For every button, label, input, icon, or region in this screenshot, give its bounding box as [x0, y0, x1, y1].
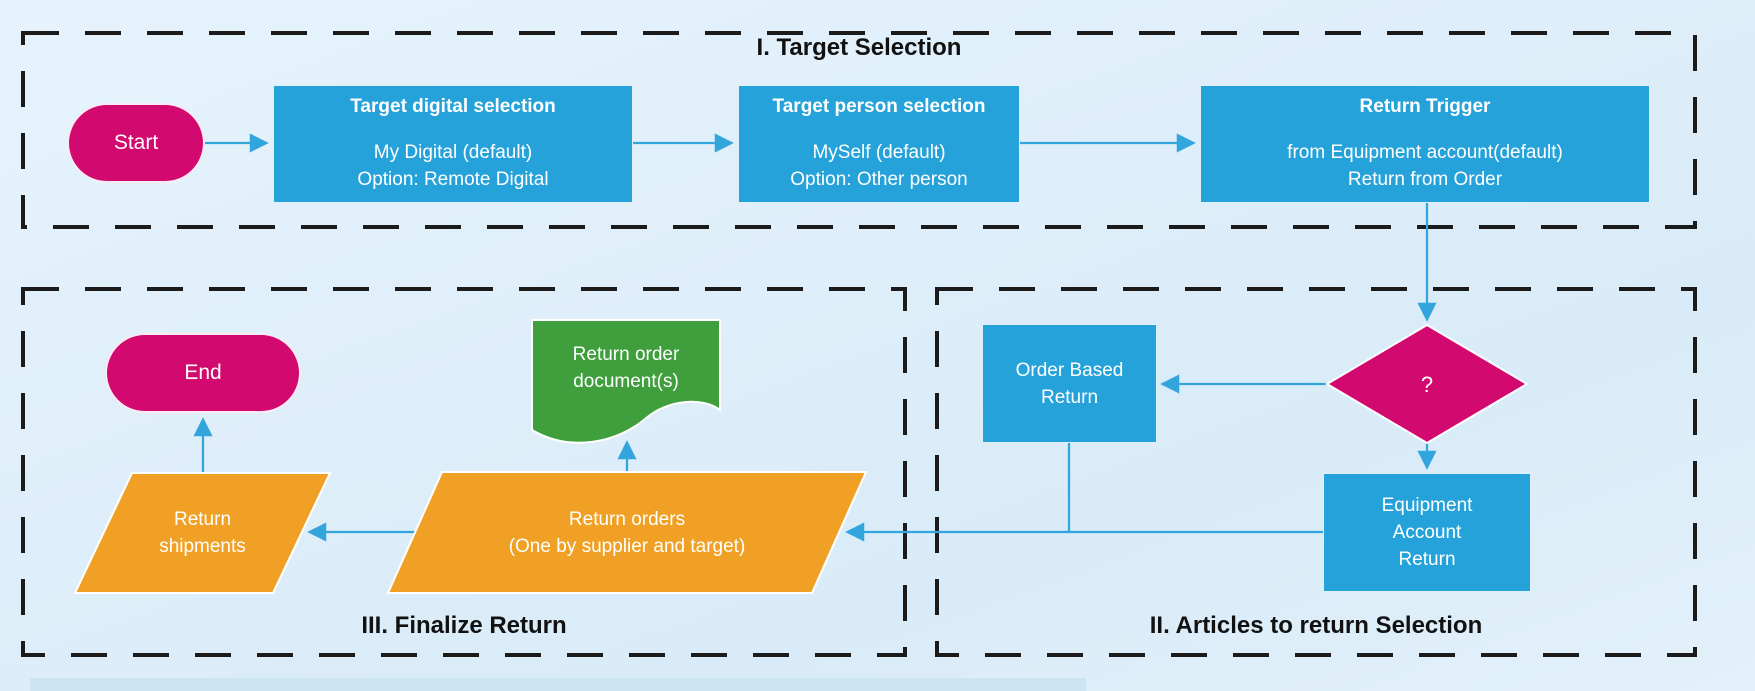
target-digital-line2: Option: Remote Digital — [357, 169, 549, 190]
equipment-line3: Return — [1398, 549, 1456, 570]
end-node: End — [105, 333, 301, 413]
return-trigger-line2: Return from Order — [1347, 169, 1503, 190]
section-iii-border — [21, 287, 907, 657]
section-i-title: I. Target Selection — [756, 34, 962, 61]
target-person-box: Target person selection MySelf (default)… — [738, 85, 1020, 203]
target-person-title: Target person selection — [772, 96, 986, 117]
equipment-account-return-box: Equipment Account Return — [1323, 473, 1531, 592]
bottom-edge-strip — [30, 678, 1086, 691]
target-person-line1: MySelf (default) — [812, 142, 946, 163]
return-shipments-shape — [73, 472, 332, 594]
end-label: End — [184, 361, 222, 384]
return-document-shape — [531, 319, 721, 444]
start-label: Start — [113, 131, 159, 154]
section-ii-border — [935, 287, 1697, 657]
equipment-line2: Account — [1392, 522, 1462, 543]
return-trigger-box: Return Trigger from Equipment account(de… — [1200, 85, 1650, 203]
order-based-return-box: Order Based Return — [982, 324, 1157, 443]
return-trigger-title: Return Trigger — [1359, 96, 1491, 117]
equipment-line1: Equipment — [1381, 495, 1473, 516]
section-iii-title: III. Finalize Return — [361, 612, 567, 639]
order-based-line1: Order Based — [1015, 359, 1124, 381]
target-digital-line1: My Digital (default) — [373, 142, 533, 163]
target-digital-title: Target digital selection — [350, 96, 556, 117]
order-based-line2: Return — [1040, 386, 1099, 408]
return-trigger-line1: from Equipment account(default) — [1287, 142, 1563, 163]
section-ii-title: II. Articles to return Selection — [1149, 612, 1483, 639]
decision-diamond — [1325, 323, 1529, 445]
start-node: Start — [67, 103, 205, 183]
target-person-line2: Option: Other person — [790, 169, 968, 190]
return-orders-shape — [386, 471, 868, 594]
section-i-border — [21, 31, 1697, 229]
target-digital-box: Target digital selection My Digital (def… — [273, 85, 633, 203]
